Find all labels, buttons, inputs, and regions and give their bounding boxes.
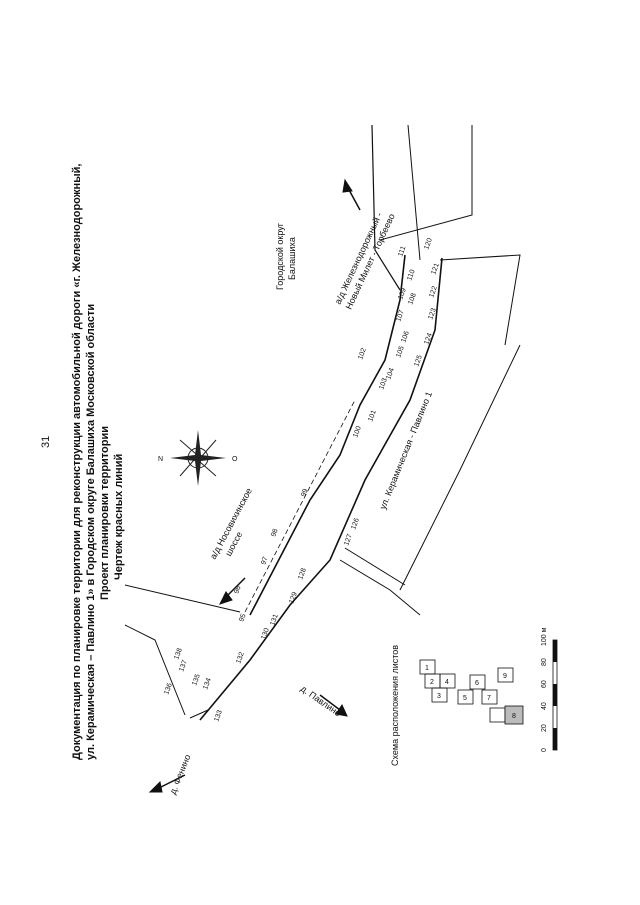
- point-label-137: 137: [178, 659, 189, 672]
- point-label-103: 103: [378, 377, 389, 390]
- compass-east: O: [232, 456, 238, 463]
- point-label-135: 135: [191, 673, 202, 686]
- sheet-1: 1: [425, 665, 429, 672]
- point-label-133: 133: [213, 709, 224, 722]
- sheet-layout-scheme: Схема расположения листов 1 2 3 4 5 6 7 …: [390, 645, 524, 766]
- point-label-127: 127: [343, 533, 354, 546]
- direction-arrows: [148, 178, 361, 793]
- sheet-2: 2: [430, 679, 434, 686]
- point-label-107: 107: [395, 309, 406, 322]
- scale-bar: 0 20 40 60 80 100 м: [541, 627, 558, 752]
- compass-north: N: [158, 456, 163, 463]
- scale-100: 100 м: [541, 627, 548, 646]
- title-line-1: Документация по планировке территории дл…: [71, 164, 83, 760]
- point-label-99: 99: [300, 488, 309, 498]
- point-label-120: 120: [423, 237, 434, 250]
- point-label-110: 110: [406, 269, 416, 282]
- point-label-134: 134: [202, 677, 213, 690]
- sheet-6: 6: [475, 680, 479, 687]
- point-label-104: 104: [385, 367, 396, 380]
- scale-20: 20: [541, 724, 548, 732]
- pavlino-label: д. Павлино: [299, 683, 343, 718]
- fenino-label: д. Фенино: [168, 753, 193, 796]
- point-label-128: 128: [297, 567, 308, 580]
- point-label-108: 108: [407, 292, 418, 305]
- point-label-129: 129: [288, 591, 299, 604]
- road-lines: [124, 124, 521, 721]
- point-label-98: 98: [270, 528, 279, 538]
- point-label-132: 132: [235, 651, 246, 664]
- point-label-102: 102: [357, 347, 368, 360]
- sheet-9: 9: [503, 673, 507, 680]
- title-block: Документация по планировке территории дл…: [71, 164, 125, 760]
- sheet-7: 7: [487, 695, 491, 702]
- point-label-121: 121: [430, 262, 441, 275]
- point-label-97: 97: [260, 556, 269, 566]
- scale-40: 40: [541, 702, 548, 710]
- scale-0: 0: [541, 748, 548, 752]
- point-label-122: 122: [428, 285, 439, 298]
- sheet-5: 5: [463, 695, 467, 702]
- point-label-101: 101: [367, 409, 378, 422]
- scale-80: 80: [541, 658, 548, 666]
- sheet-8: 8: [512, 713, 516, 720]
- sheet-3: 3: [437, 693, 441, 700]
- title-line-2: ул. Керамическая – Павлино 1» в Городско…: [85, 304, 97, 760]
- balashikha-label-2: Балашиха: [287, 237, 297, 280]
- point-label-111: 111: [397, 245, 407, 257]
- point-label-96: 96: [233, 585, 242, 595]
- point-label-126: 126: [350, 517, 361, 530]
- point-label-100: 100: [352, 425, 363, 438]
- sheet-layout-title: Схема расположения листов: [390, 645, 400, 766]
- point-label-125: 125: [413, 354, 424, 367]
- point-label-130: 130: [260, 627, 271, 640]
- title-line-3: Проект планировки территории: [99, 426, 111, 600]
- point-label-123: 123: [427, 307, 438, 320]
- sheet-4: 4: [445, 679, 449, 686]
- point-label-124: 124: [423, 332, 434, 345]
- point-label-95: 95: [238, 613, 247, 623]
- title-line-4: Чертеж красных линий: [113, 454, 125, 580]
- compass-rose-icon: N O: [158, 430, 238, 486]
- scale-60: 60: [541, 680, 548, 688]
- point-label-131: 131: [269, 613, 280, 626]
- point-label-106: 106: [400, 330, 411, 343]
- point-label-136: 136: [163, 682, 174, 695]
- point-label-109: 109: [397, 287, 408, 300]
- balashikha-label-1: Городской округ: [275, 222, 285, 290]
- point-label-138: 138: [173, 647, 184, 660]
- point-label-105: 105: [395, 345, 406, 358]
